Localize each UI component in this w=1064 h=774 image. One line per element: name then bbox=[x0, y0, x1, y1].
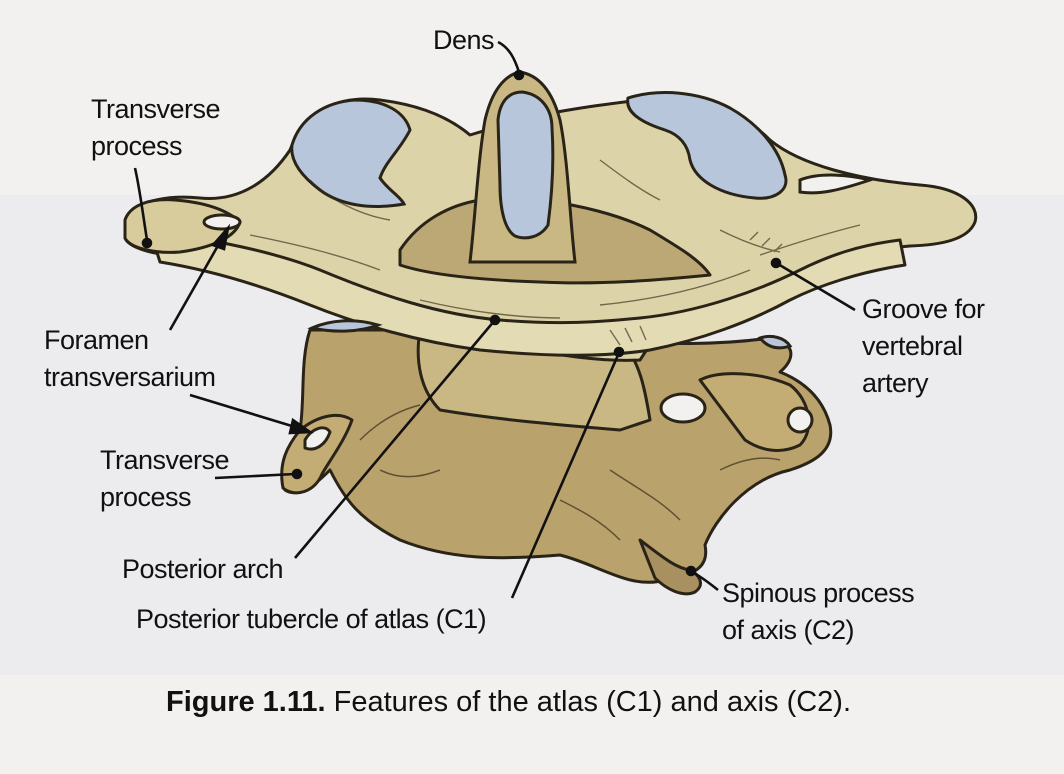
figure-caption-text: Features of the atlas (C1) and axis (C2)… bbox=[333, 686, 852, 718]
label-line: artery bbox=[862, 368, 929, 398]
label-transverse-process-bottom: Transverse process bbox=[100, 442, 230, 516]
foramen-transversarium-hole bbox=[202, 213, 242, 231]
label-line: Groove for bbox=[862, 294, 985, 324]
figure-number: Figure 1.11. bbox=[166, 686, 326, 718]
label-posterior-tubercle: Posterior tubercle of atlas (C1) bbox=[136, 604, 487, 634]
label-groove-vertebral-artery: Groove for vertebral artery bbox=[862, 291, 985, 402]
leader-dens bbox=[497, 40, 521, 73]
axis-c2-vertebra bbox=[280, 328, 833, 596]
figure-caption: Figure 1.11. Features of the atlas (C1) … bbox=[166, 686, 851, 719]
label-line: Transverse bbox=[100, 445, 230, 475]
axis-shading bbox=[359, 404, 781, 541]
label-line: process bbox=[91, 131, 183, 161]
label-line: Foramen bbox=[44, 325, 149, 355]
label-line: Transverse bbox=[91, 94, 221, 124]
label-spinous-process-axis: Spinous process of axis (C2) bbox=[722, 575, 915, 649]
label-transverse-process-top: Transverse process bbox=[91, 91, 221, 165]
leader-groove bbox=[777, 262, 856, 312]
leader-transverse-process-bottom bbox=[214, 472, 296, 480]
label-line: of axis (C2) bbox=[722, 615, 855, 645]
leader-lines bbox=[133, 40, 856, 599]
label-line: process bbox=[100, 482, 192, 512]
leader-transverse-process-top bbox=[133, 167, 149, 241]
atlas-left-transverse-process bbox=[123, 173, 876, 254]
atlas-shading bbox=[249, 159, 861, 346]
superior-facets bbox=[290, 91, 793, 350]
dens bbox=[468, 70, 577, 264]
leader-posterior-tubercle bbox=[510, 354, 620, 599]
label-foramen-transversarium: Foramen transversarium bbox=[44, 322, 216, 396]
label-line: vertebral bbox=[862, 331, 963, 361]
label-posterior-arch: Posterior arch bbox=[122, 554, 284, 584]
leader-posterior-arch bbox=[294, 319, 496, 559]
label-dens: Dens bbox=[433, 25, 495, 55]
leader-foramen-2 bbox=[189, 393, 306, 432]
label-line: transversarium bbox=[44, 362, 216, 392]
label-line: Spinous process bbox=[722, 578, 915, 608]
